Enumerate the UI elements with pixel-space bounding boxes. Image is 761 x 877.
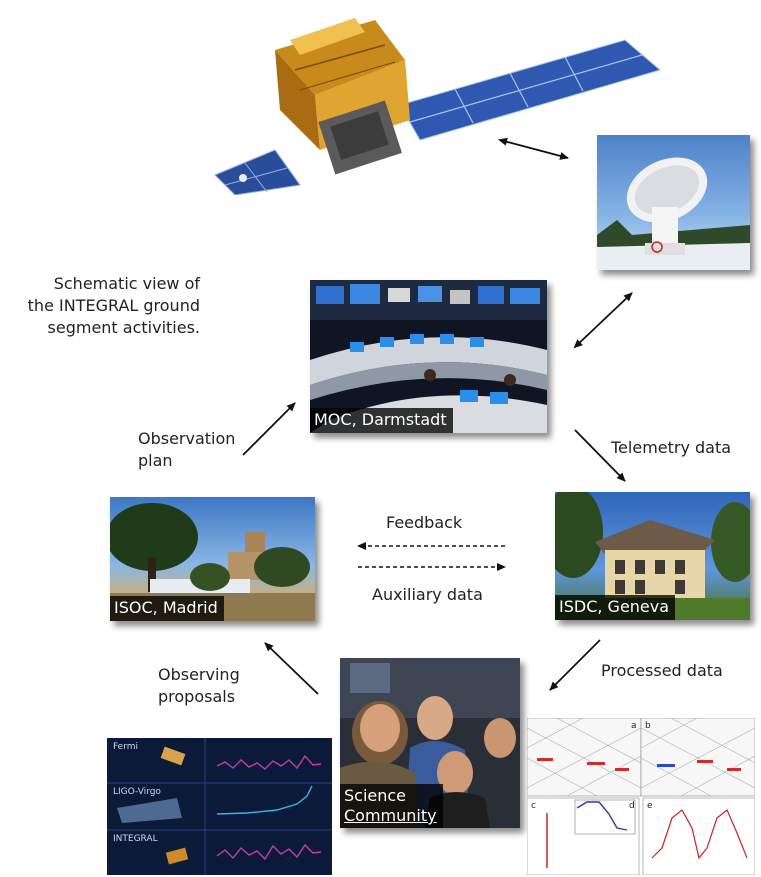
arrow-processed <box>549 639 601 691</box>
antenna-dish-icon <box>597 157 750 270</box>
science-community-photo: Science Community <box>340 658 520 828</box>
panel-letter-e: e <box>647 801 653 811</box>
multimessenger-panel: Fermi LIGO-Virgo INTEGRAL <box>107 738 332 875</box>
observing-proposals-line-2: proposals <box>158 687 236 706</box>
panel-label-ligo-virgo: LIGO-Virgo <box>113 787 161 797</box>
panel-label-fermi: Fermi <box>113 742 139 752</box>
arrow-satellite-groundstation <box>498 137 569 160</box>
moc-control-room-photo: MOC, Darmstadt <box>310 280 547 433</box>
observation-plan-line-1: Observation <box>138 429 236 448</box>
science-community-label: Science Community <box>340 784 443 828</box>
satellite-body <box>275 18 410 175</box>
caption-line-1: Schematic view of <box>53 274 200 293</box>
figure-caption: Schematic view of the INTEGRAL ground se… <box>16 273 200 339</box>
integral-satellite-illustration <box>214 18 662 195</box>
solar-panel-right <box>399 39 662 141</box>
processed-data-label: Processed data <box>601 661 723 680</box>
panel-letter-b: b <box>645 721 651 731</box>
observing-proposals-label: Observing proposals <box>158 664 240 708</box>
lightcurves-graphic <box>107 738 332 875</box>
arrow-observation-plan <box>242 402 296 456</box>
scientific-results-figure: a b c d e <box>527 718 755 875</box>
caption-line-3: segment activities. <box>47 318 200 337</box>
arrow-groundstation-moc <box>573 292 633 349</box>
panel-letter-a: a <box>631 721 637 731</box>
scientists-group-icon <box>340 658 520 828</box>
isdc-geneva-photo: ISDC, Geneva <box>555 492 750 620</box>
isdc-label: ISDC, Geneva <box>555 595 676 620</box>
science-label-line-1: Science <box>344 786 407 805</box>
arrow-telemetry <box>574 429 626 482</box>
science-label-line-2: Community <box>344 806 437 825</box>
moc-label: MOC, Darmstadt <box>310 408 453 433</box>
solar-panel-left <box>214 149 301 195</box>
panel-letter-d: d <box>629 801 635 811</box>
panel-label-integral: INTEGRAL <box>113 834 158 844</box>
telemetry-label: Telemetry data <box>611 438 732 457</box>
panel-letter-c: c <box>531 801 536 811</box>
observation-plan-label: Observation plan <box>138 428 235 472</box>
arrow-proposals <box>264 642 319 695</box>
ground-station-photo <box>597 135 750 270</box>
results-plots-graphic: a b c d e <box>527 718 755 875</box>
caption-line-2: the INTEGRAL ground <box>27 296 200 315</box>
feedback-label: Feedback <box>386 513 463 532</box>
isoc-label: ISOC, Madrid <box>110 596 224 621</box>
auxiliary-data-label: Auxiliary data <box>372 585 483 604</box>
observation-plan-line-2: plan <box>138 451 173 470</box>
observing-proposals-line-1: Observing <box>158 665 240 684</box>
isoc-madrid-photo: ISOC, Madrid <box>110 497 315 621</box>
